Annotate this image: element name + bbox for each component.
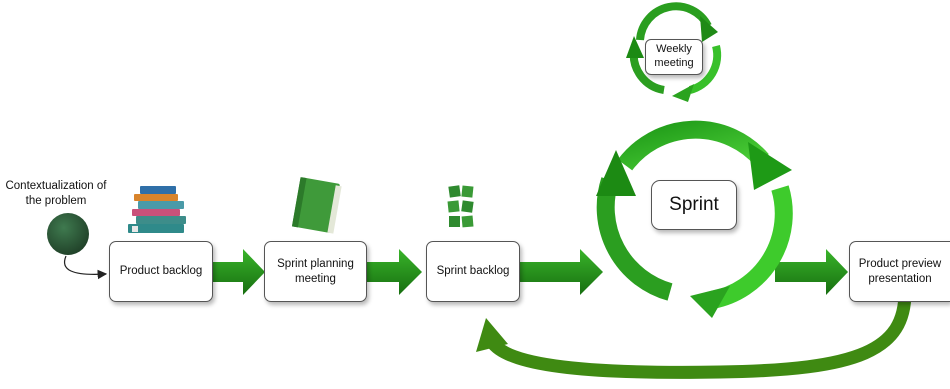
books-stack-icon (128, 186, 186, 233)
node-sprint-planning-label: Sprint planning meeting (277, 258, 354, 285)
node-product-preview-label: Product preview presentation (858, 258, 942, 285)
node-sprint-label: Sprint (669, 194, 719, 216)
node-sprint-planning: Sprint planning meeting (264, 241, 367, 302)
node-sprint: Sprint (651, 180, 737, 230)
node-product-backlog: Product backlog (109, 241, 213, 302)
node-weekly-meeting: Weekly meeting (645, 39, 703, 75)
green-cards-icon (447, 185, 474, 228)
contextualization-label: Contextualization of the problem (5, 180, 107, 207)
feedback-arrow (476, 291, 912, 379)
node-product-preview: Product preview presentation (849, 241, 950, 302)
node-sprint-backlog-label: Sprint backlog (436, 265, 510, 278)
node-sprint-backlog: Sprint backlog (426, 241, 520, 302)
flow-arrow-1 (213, 249, 265, 295)
node-product-backlog-label: Product backlog (119, 265, 203, 278)
flow-arrow-4 (775, 249, 848, 295)
sprint-cycle-arrows (596, 120, 793, 318)
green-circle-icon (47, 213, 89, 255)
flow-arrow-3 (520, 249, 603, 295)
node-weekly-meeting-label: Weekly meeting (654, 43, 694, 69)
flow-arrow-2 (367, 249, 422, 295)
green-book-icon (291, 177, 342, 234)
weekly-cycle-arrows (626, 2, 722, 102)
context-connector (64, 255, 108, 280)
